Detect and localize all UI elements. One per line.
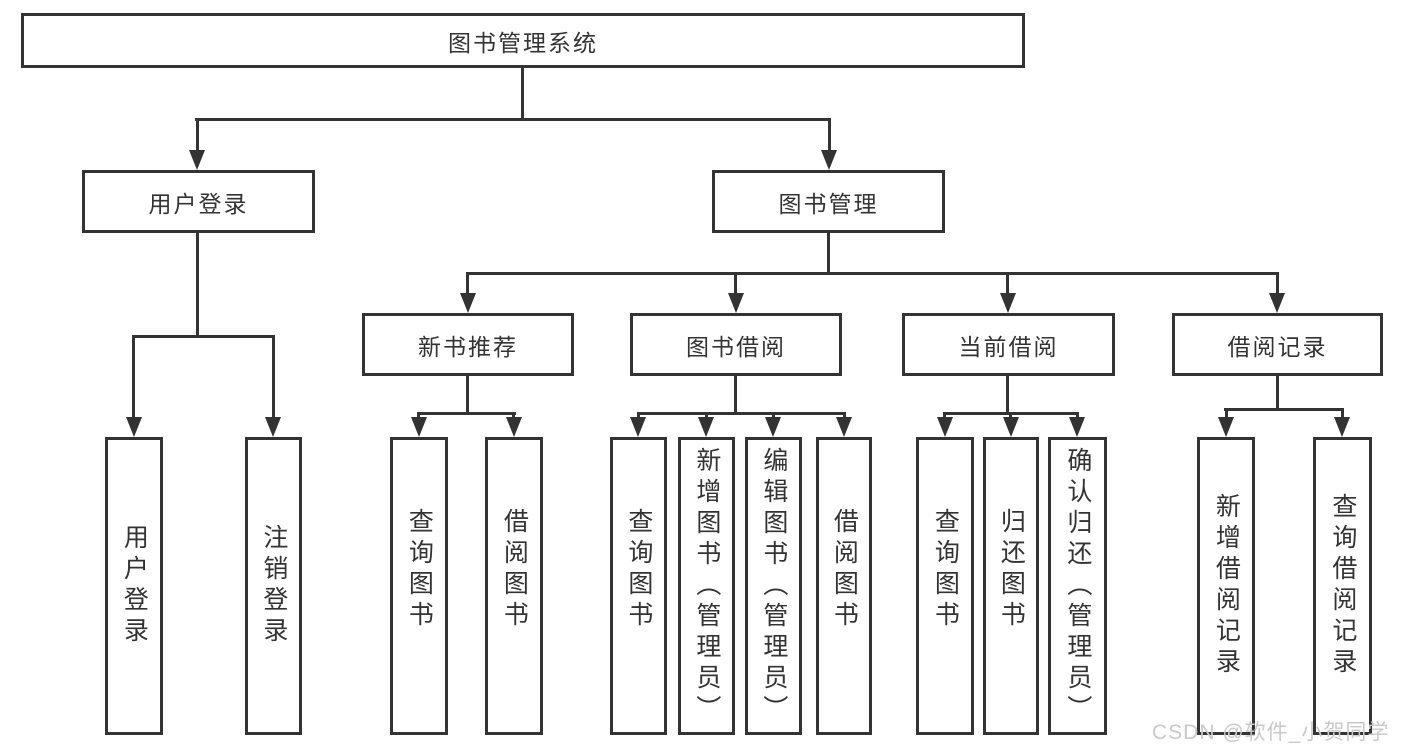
leaf-query-book-borrowing: 查询图书: [610, 437, 667, 735]
leaf-query-book-recommend-label: 查询图书: [405, 508, 434, 632]
arrowhead-to-leaf: [698, 417, 714, 437]
arrowhead-to-leaf: [506, 417, 522, 437]
connector-stem: [828, 118, 831, 154]
leaf-query-book-borrowing-label: 查询图书: [624, 508, 653, 632]
arrowhead-to-leaf: [1334, 417, 1350, 437]
connector-stem: [843, 412, 846, 420]
arrowhead-to-leaf: [1218, 417, 1234, 437]
arrowhead-to-new-book-recommendation: [460, 293, 476, 313]
connector-new-book-hbar: [417, 412, 516, 415]
node-book-management: 图书管理: [712, 170, 945, 233]
connector-book-management-hbar: [466, 272, 1279, 275]
node-library-management-system: 图书管理系统: [21, 13, 1025, 68]
connector-user-login-stem: [196, 233, 199, 338]
connector-current-borrowing-stem: [1006, 376, 1009, 415]
leaf-query-book-current-label: 查询图书: [931, 508, 960, 632]
connector-new-book-stem: [466, 376, 469, 415]
arrowhead-to-leaf: [1003, 417, 1019, 437]
connector-stem: [1341, 408, 1344, 420]
node-user-login: 用户登录: [82, 170, 315, 233]
arrowhead-to-user-login: [189, 150, 205, 170]
arrowhead-to-leaf: [937, 417, 953, 437]
leaf-logout: 注销登录: [245, 437, 302, 735]
connector-stem: [943, 412, 946, 420]
connector-stem: [1276, 272, 1279, 295]
leaf-confirm-return-admin: 确认归还（管理员）: [1048, 437, 1107, 735]
csdn-watermark: CSDN @软件_小贺同学: [1152, 721, 1390, 744]
leaf-borrow-book-recommend-label: 借阅图书: [500, 508, 529, 632]
connector-book-borrowing-hbar: [637, 412, 846, 415]
leaf-return-book-label: 归还图书: [997, 508, 1026, 632]
node-new-book-recommendation: 新书推荐: [362, 313, 574, 376]
connector-user-login-hbar: [132, 335, 275, 338]
leaf-borrow-book-borrowing: 借阅图书: [816, 437, 872, 735]
arrowhead-to-current-borrowing: [1000, 293, 1016, 313]
leaf-edit-book-admin: 编辑图书（管理员）: [745, 437, 802, 735]
arrowhead-to-leaf: [411, 417, 427, 437]
connector-root-stem: [521, 68, 524, 120]
leaf-add-book-admin: 新增图书（管理员）: [678, 437, 735, 735]
node-current-borrowing: 当前借阅: [902, 313, 1115, 376]
leaf-borrow-book-borrowing-label: 借阅图书: [830, 508, 859, 632]
node-book-borrowing: 图书借阅: [630, 313, 842, 376]
connector-book-borrowing-stem: [734, 376, 737, 415]
arrowhead-to-leaf-user-login: [126, 417, 142, 437]
arrowhead-to-leaf: [630, 417, 646, 437]
connector-stem: [772, 412, 775, 420]
leaf-query-borrow-record: 查询借阅记录: [1313, 437, 1372, 735]
leaf-query-borrow-record-label: 查询借阅记录: [1328, 493, 1357, 679]
leaf-user-login-label: 用户登录: [120, 524, 149, 648]
connector-stem: [734, 272, 737, 295]
leaf-return-book: 归还图书: [983, 437, 1039, 735]
connector-stem: [272, 335, 275, 419]
arrowhead-to-leaf: [836, 417, 852, 437]
leaf-add-book-admin-label: 新增图书（管理员）: [692, 446, 721, 726]
leaf-borrow-book-recommend: 借阅图书: [485, 437, 543, 735]
connector-stem: [637, 412, 640, 420]
leaf-logout-label: 注销登录: [259, 524, 288, 648]
leaf-add-borrow-record-label: 新增借阅记录: [1212, 493, 1241, 679]
leaf-query-book-recommend: 查询图书: [390, 437, 448, 735]
arrowhead-to-leaf-logout: [265, 417, 281, 437]
leaf-query-book-current: 查询图书: [916, 437, 974, 735]
arrowhead-to-book-management: [821, 150, 837, 170]
connector-stem: [1076, 412, 1079, 420]
connector-stem: [132, 335, 135, 419]
connector-root-hbar: [195, 118, 831, 121]
connector-stem: [196, 118, 199, 154]
connector-stem: [1225, 408, 1228, 420]
arrowhead-to-book-borrowing: [728, 293, 744, 313]
connector-stem: [417, 412, 420, 420]
leaf-edit-book-admin-label: 编辑图书（管理员）: [759, 446, 788, 726]
connector-borrowing-records-hbar: [1224, 408, 1344, 411]
arrowhead-to-leaf: [765, 417, 781, 437]
arrowhead-to-leaf: [1069, 417, 1085, 437]
leaf-user-login: 用户登录: [105, 437, 163, 735]
connector-stem: [705, 412, 708, 420]
node-borrowing-records: 借阅记录: [1172, 313, 1383, 376]
arrowhead-to-borrowing-records: [1269, 293, 1285, 313]
connector-book-management-stem: [827, 233, 830, 275]
connector-stem: [512, 412, 515, 420]
connector-borrowing-records-stem: [1276, 376, 1279, 411]
leaf-add-borrow-record: 新增借阅记录: [1197, 437, 1255, 735]
connector-stem: [466, 272, 469, 295]
leaf-confirm-return-admin-label: 确认归还（管理员）: [1063, 446, 1092, 726]
connector-stem: [1006, 272, 1009, 295]
connector-stem: [1009, 412, 1012, 420]
